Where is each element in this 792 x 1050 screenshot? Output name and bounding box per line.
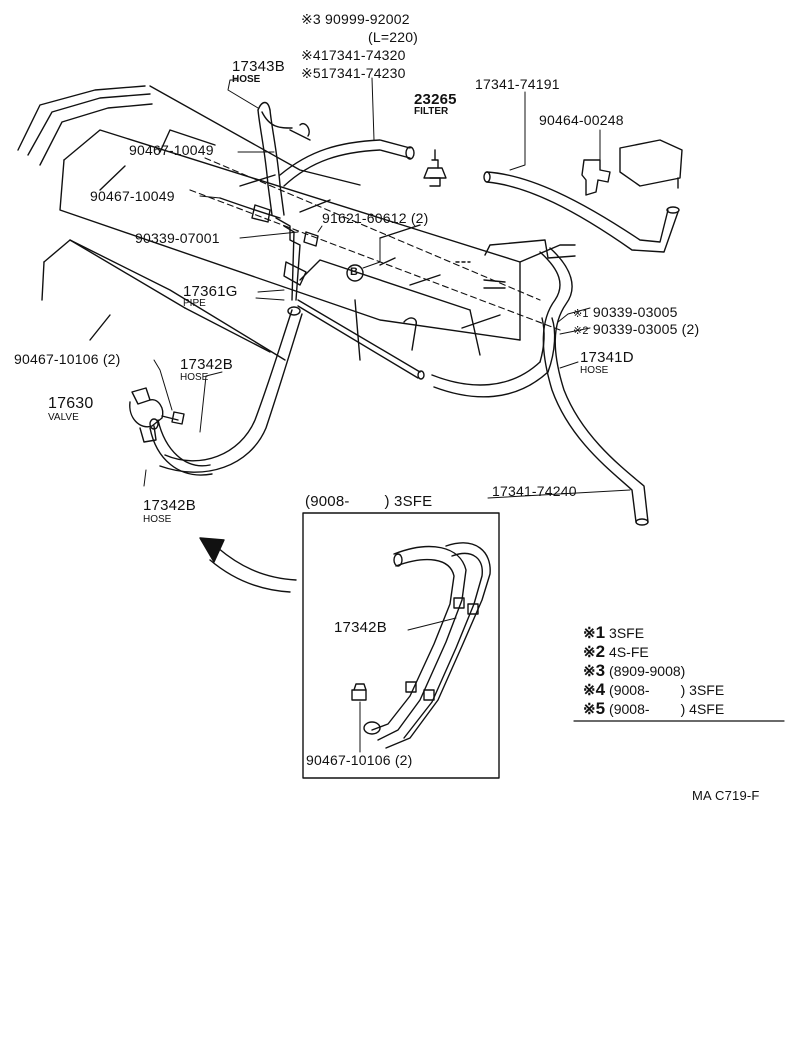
label-p3-length: (L=220): [368, 29, 419, 45]
hose-17341-74240: [539, 247, 649, 526]
label-17630-sub: VALVE: [48, 412, 79, 423]
hose-17342b-main: [149, 306, 303, 476]
inset-hose-label: 17342B: [334, 619, 387, 636]
label-23265: 23265: [414, 91, 457, 108]
label-17342b-bottom: 17342B: [143, 497, 196, 514]
engine-outline: [17, 85, 576, 361]
curved-arrow: [199, 537, 297, 593]
filter-23265: [423, 149, 447, 187]
label-90467-10049-a: 90467-10049: [129, 142, 214, 158]
valve-17630: [129, 387, 185, 443]
legend-row-5: ※5(9008- ) 4SFE: [583, 699, 725, 718]
label-90467-10049-b: 90467-10049: [90, 188, 175, 204]
label-17361g: 17361G: [183, 283, 238, 300]
label-17361g-sub: PIPE: [183, 298, 206, 309]
label-p4: ※417341-74320: [301, 47, 406, 63]
label-p3: ※3 90999-92002: [301, 11, 410, 27]
label-91621: 91621-60612 (2): [322, 210, 429, 226]
legend-row-3: ※3(8909-9008): [583, 661, 686, 680]
label-marker-b: B: [350, 266, 359, 278]
label-17342b-bottom-sub: HOSE: [143, 514, 172, 525]
label-p2: ※2 90339-03005 (2): [573, 321, 700, 337]
hose-17341-74191: [483, 171, 680, 253]
hose-17343b: [257, 101, 293, 216]
leader-lines: [143, 77, 631, 753]
marker-b-circle: [346, 264, 364, 282]
label-17342b-top: 17342B: [180, 356, 233, 373]
hose-17341-74320: [279, 123, 415, 187]
pipe-17361g: [219, 197, 425, 380]
inset-clamp-label: 90467-10106 (2): [306, 752, 413, 768]
inset-title: (9008- ) 3SFE: [305, 493, 433, 510]
inset-frame: [302, 512, 500, 779]
label-90467-10106: 90467-10106 (2): [14, 351, 121, 367]
bracket-90464-00248: [581, 139, 683, 196]
label-17341-74240: 17341-74240: [492, 483, 577, 499]
drawing-code: MA C719-F: [692, 788, 760, 803]
label-23265-sub: FILTER: [414, 106, 449, 117]
inset-hose-drawing: [351, 542, 491, 749]
label-p1: ※1 90339-03005: [573, 304, 678, 320]
label-17342b-top-sub: HOSE: [180, 372, 209, 383]
label-17341d-sub: HOSE: [580, 365, 609, 376]
legend-row-4: ※4(9008- ) 3SFE: [583, 680, 725, 699]
label-90339-07001: 90339-07001: [135, 230, 220, 246]
label-17341d: 17341D: [580, 349, 634, 366]
label-17343b: 17343B: [232, 58, 285, 75]
dashed-leaders: [189, 157, 561, 331]
label-90464-00248: 90464-00248: [539, 112, 624, 128]
label-p5: ※517341-74230: [301, 65, 406, 81]
label-17343b-sub: HOSE: [232, 74, 261, 85]
label-17630: 17630: [48, 395, 94, 412]
label-17341-74191: 17341-74191: [475, 76, 560, 92]
